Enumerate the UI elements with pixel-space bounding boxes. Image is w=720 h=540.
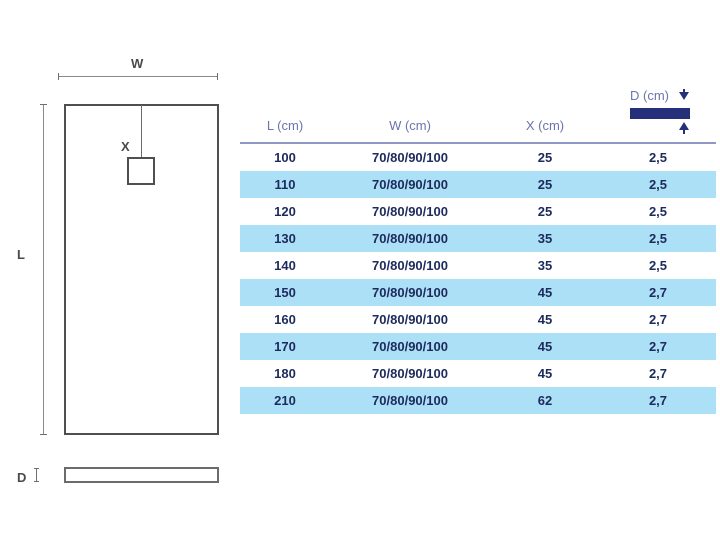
cell-offset: 25	[537, 177, 553, 192]
column-header-length: L (cm)	[240, 112, 330, 144]
drain-outlet-icon	[127, 157, 155, 185]
depth-header-label: D (cm)	[630, 88, 669, 103]
cell-offset: 35	[537, 258, 553, 273]
cell-offset: 25	[537, 150, 553, 165]
depth-arrow-stem-top	[683, 89, 685, 94]
cell-length: 180	[274, 366, 296, 381]
cell-width: 70/80/90/100	[372, 393, 448, 408]
table-row: 150 70/80/90/100 45 2,7	[240, 279, 716, 306]
cell-length: 150	[274, 285, 296, 300]
table-row: 120 70/80/90/100 25 2,5	[240, 198, 716, 225]
specification-table: L (cm) W (cm) X (cm) 100 70/80/90/100 25 2,…	[240, 112, 716, 414]
cell-length: 120	[274, 204, 296, 219]
width-dimension-label: W	[131, 56, 144, 71]
cell-offset: 35	[537, 231, 553, 246]
table-row: 110 70/80/90/100 25 2,5	[240, 171, 716, 198]
cell-width: 70/80/90/100	[372, 339, 448, 354]
cell-width: 70/80/90/100	[372, 231, 448, 246]
depth-dimension-label: D	[17, 470, 27, 485]
column-header-offset: X (cm)	[490, 112, 600, 144]
cell-offset: 62	[537, 393, 553, 408]
cell-length: 110	[274, 177, 296, 192]
cell-width: 70/80/90/100	[372, 366, 448, 381]
cell-depth: 2,7	[648, 393, 668, 408]
cell-offset: 45	[537, 366, 553, 381]
cell-depth: 2,5	[648, 177, 668, 192]
cell-depth: 2,7	[648, 339, 668, 354]
table-body: 100 70/80/90/100 25 2,5 110 70/80/90/100 25 2,5…	[240, 143, 716, 414]
cell-width: 70/80/90/100	[372, 204, 448, 219]
cell-length: 140	[274, 258, 296, 273]
cell-length: 100	[274, 150, 296, 165]
cell-offset: 25	[537, 204, 553, 219]
length-dimension-line	[40, 104, 47, 435]
table-row: 170 70/80/90/100 45 2,7	[240, 333, 716, 360]
cell-width: 70/80/90/100	[372, 285, 448, 300]
cell-offset: 45	[537, 312, 553, 327]
cell-offset: 45	[537, 285, 553, 300]
cell-depth: 2,5	[648, 231, 668, 246]
table-row: 130 70/80/90/100 35 2,5	[240, 225, 716, 252]
cell-offset: 45	[537, 339, 553, 354]
cell-width: 70/80/90/100	[372, 177, 448, 192]
cell-length: 210	[274, 393, 296, 408]
cell-length: 160	[274, 312, 296, 327]
drain-offset-leader-line	[141, 105, 142, 171]
shower-tray-side-view	[64, 467, 219, 483]
table-row: 140 70/80/90/100 35 2,5	[240, 252, 716, 279]
length-dimension-label: L	[17, 247, 26, 262]
cell-length: 130	[274, 231, 296, 246]
cell-depth: 2,5	[648, 204, 668, 219]
cell-depth: 2,5	[648, 258, 668, 273]
table-header-row: L (cm) W (cm) X (cm)	[240, 112, 716, 144]
width-dimension-line	[58, 73, 218, 80]
cell-depth: 2,7	[648, 285, 668, 300]
table-row: 100 70/80/90/100 25 2,5	[240, 143, 716, 171]
cell-width: 70/80/90/100	[372, 150, 448, 165]
cell-width: 70/80/90/100	[372, 258, 448, 273]
arrow-down-icon	[679, 92, 689, 100]
column-header-width: W (cm)	[330, 112, 490, 144]
drain-offset-label: X	[121, 139, 131, 154]
cell-depth: 2,5	[648, 150, 668, 165]
cell-width: 70/80/90/100	[372, 312, 448, 327]
table-row: 180 70/80/90/100 45 2,7	[240, 360, 716, 387]
depth-dimension-tick	[34, 468, 39, 482]
cell-depth: 2,7	[648, 312, 668, 327]
technical-drawing: W L X D	[0, 0, 240, 540]
column-header-depth	[600, 112, 716, 144]
table-row: 210 70/80/90/100 62 2,7	[240, 387, 716, 414]
cell-length: 170	[274, 339, 296, 354]
cell-depth: 2,7	[648, 366, 668, 381]
table-row: 160 70/80/90/100 45 2,7	[240, 306, 716, 333]
